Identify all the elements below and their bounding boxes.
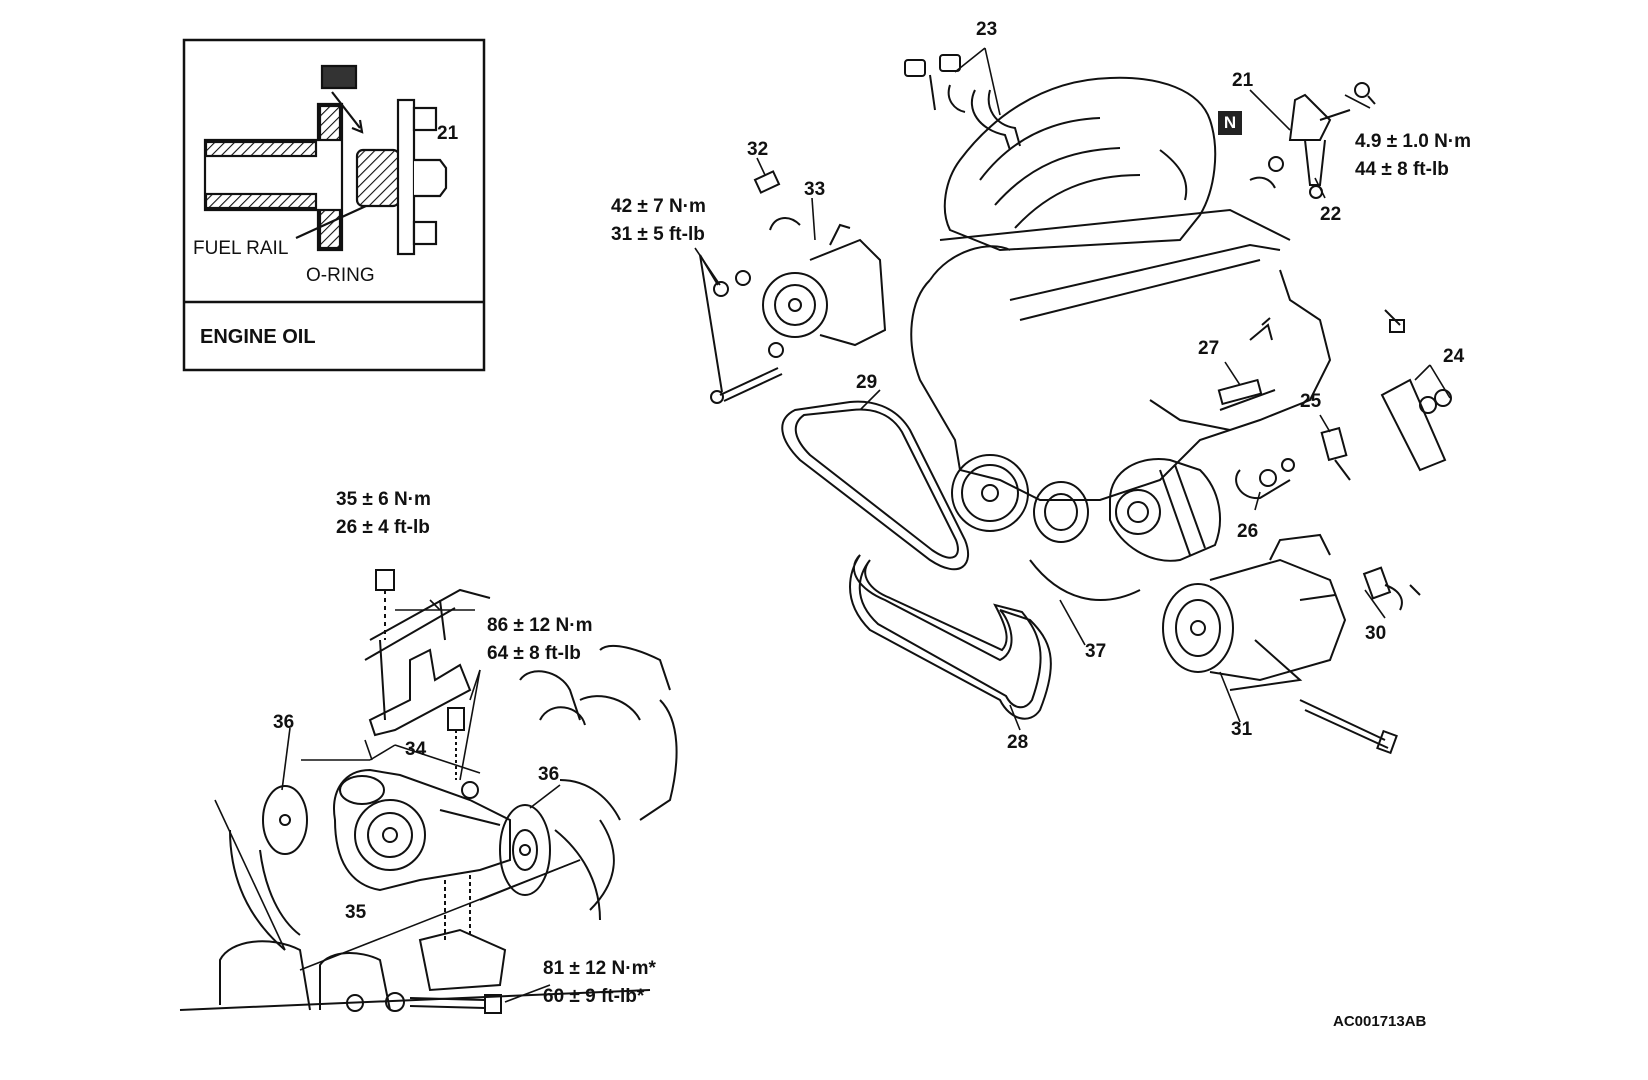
callout-36-right: 36	[538, 764, 560, 785]
torque-ps-pump-ftlb: 31 ± 5 ft-lb	[611, 223, 705, 245]
torque-ps-pump-nm: 42 ± 7 N·m	[611, 196, 706, 217]
crank-pulley	[951, 454, 1089, 543]
torque-bracket-bolt-nm: 35 ± 6 N·m	[336, 489, 431, 510]
torque-mount-bolt: 81 ± 12 N·m* 60 ± 9 ft-lb*	[543, 955, 656, 1010]
callout-35: 35	[345, 902, 367, 923]
power-steering-pump	[762, 217, 887, 347]
callout-21: 21	[1232, 70, 1254, 91]
torque-injector: 4.9 ± 1.0 N·m 44 ± 8 ft-lb	[1355, 128, 1471, 183]
drive-belt-29	[781, 400, 970, 571]
ps-fasteners	[699, 170, 784, 404]
fuel-rail-section	[203, 64, 448, 256]
alternator	[1109, 458, 1221, 562]
drive-belt-28	[849, 554, 1052, 720]
callout-36-left: 36	[273, 712, 295, 733]
o-ring-label: O-RING	[306, 265, 375, 286]
callout-27: 27	[1198, 338, 1220, 359]
torque-bracket-bolt-ftlb: 26 ± 4 ft-lb	[336, 516, 430, 538]
torque-injector-ftlb: 44 ± 8 ft-lb	[1355, 158, 1449, 180]
callout-30: 30	[1365, 623, 1387, 644]
non-reusable-marker: N	[1218, 111, 1242, 135]
injector-parts	[1249, 82, 1376, 199]
fuel-rail-label: FUEL RAIL	[193, 238, 289, 259]
torque-injector-nm: 4.9 ± 1.0 N·m	[1355, 131, 1472, 152]
callout-22: 22	[1320, 204, 1342, 225]
callout-29: 29	[856, 372, 878, 393]
drawing-code: AC001713AB	[1333, 1013, 1427, 1030]
callout-25: 25	[1300, 391, 1322, 412]
callout-23: 23	[976, 19, 998, 40]
torque-tensioner-ftlb: 64 ± 8 ft-lb	[487, 642, 581, 664]
torque-ps-pump: 42 ± 7 N·m 31 ± 5 ft-lb	[611, 193, 706, 248]
leader-lines	[694, 47, 1451, 731]
ac-connector-30	[1362, 566, 1421, 611]
engine-block	[910, 76, 1332, 601]
tensioner-assembly	[179, 569, 678, 1014]
tensioner-leader-lines	[214, 599, 581, 1003]
callout-24: 24	[1443, 346, 1465, 367]
torque-mount-bolt-ftlb: 60 ± 9 ft-lb*	[543, 985, 645, 1007]
ac-compressor	[1162, 533, 1398, 755]
callout-32: 32	[747, 139, 769, 160]
inset-box	[182, 38, 486, 372]
callout-31: 31	[1231, 719, 1253, 740]
callout-26: 26	[1237, 521, 1259, 542]
callout-34: 34	[405, 739, 427, 760]
callout-33: 33	[804, 179, 826, 200]
torque-tensioner: 86 ± 12 N·m 64 ± 8 ft-lb	[487, 612, 592, 667]
callout-28: 28	[1007, 732, 1029, 753]
torque-tensioner-nm: 86 ± 12 N·m	[487, 615, 593, 636]
hoses-23	[904, 54, 1021, 151]
sensor-parts	[1217, 309, 1452, 500]
torque-mount-bolt-nm: 81 ± 12 N·m*	[543, 958, 656, 979]
torque-bracket-bolt: 35 ± 6 N·m 26 ± 4 ft-lb	[336, 486, 431, 541]
engine-oil-label: ENGINE OIL	[200, 326, 316, 348]
callout-37: 37	[1085, 641, 1107, 662]
inset-callout-21: 21	[437, 123, 459, 144]
